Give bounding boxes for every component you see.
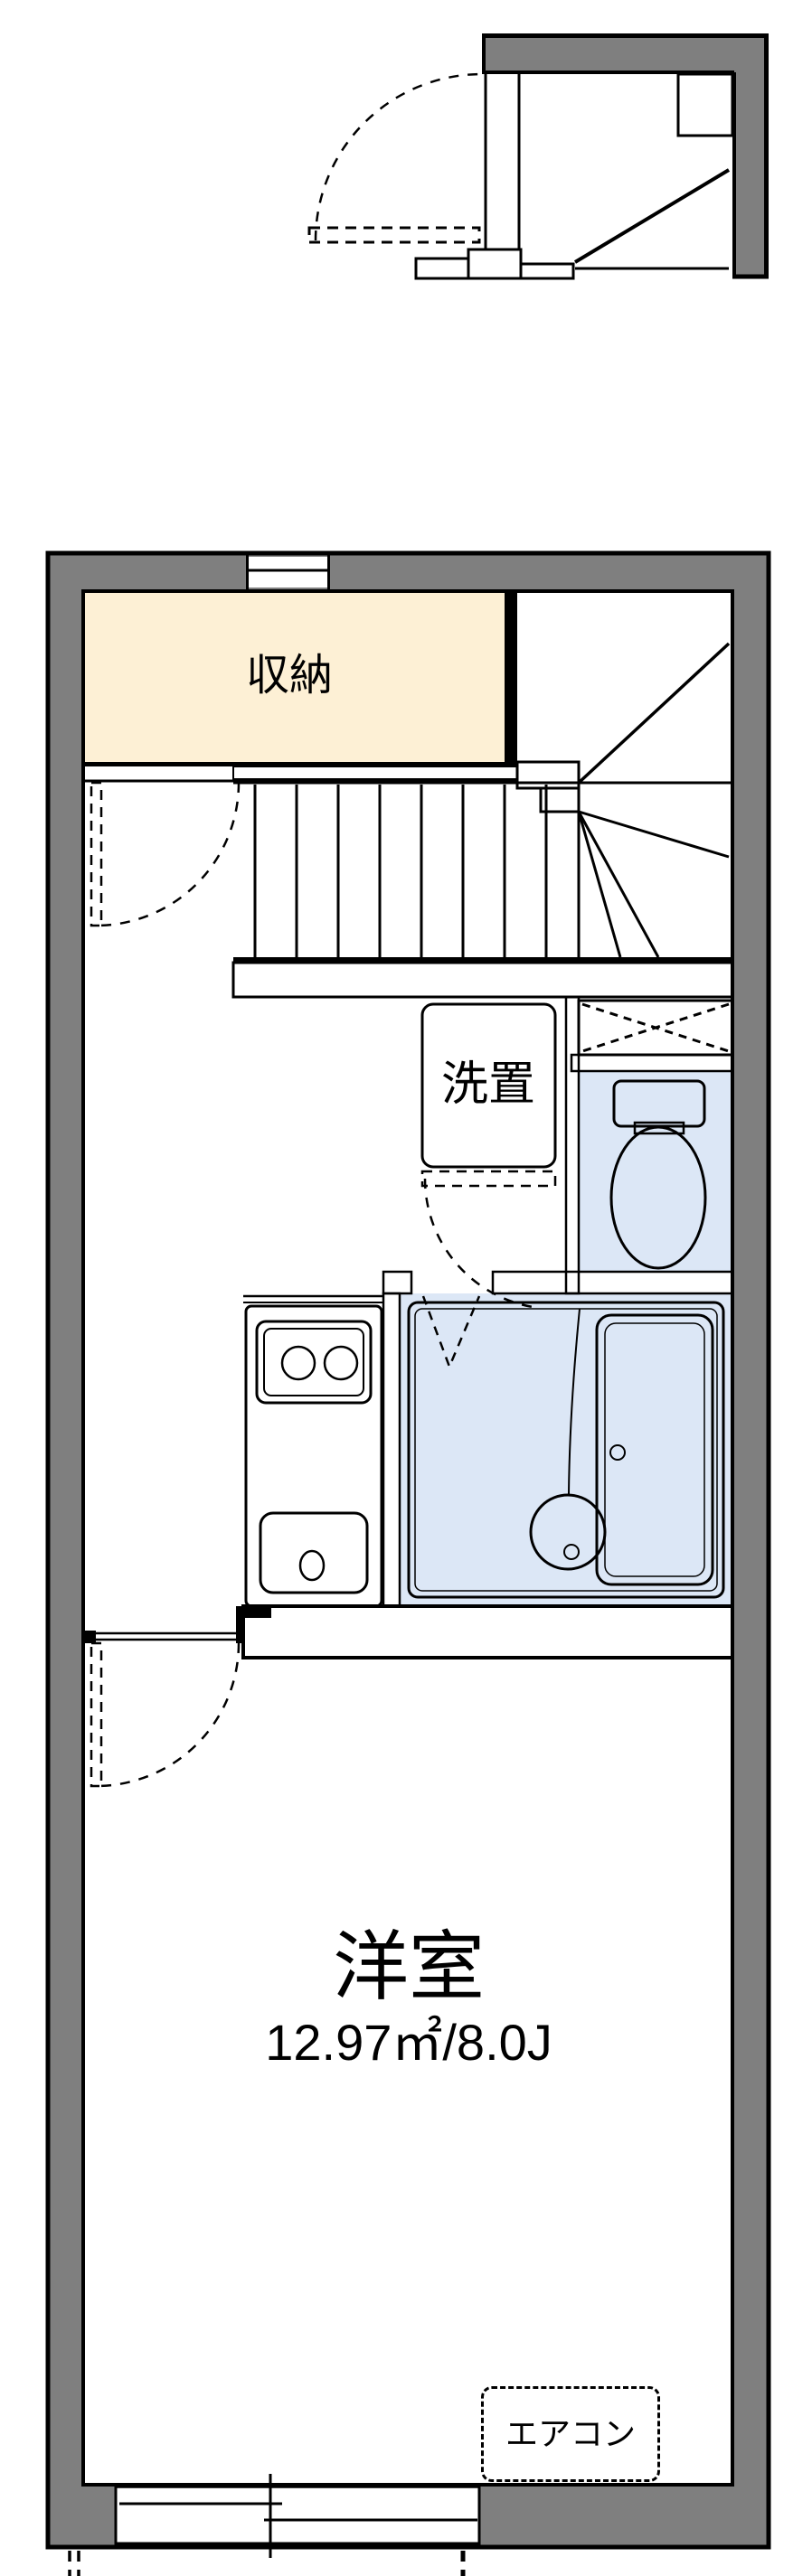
aircon-label: エアコン <box>505 2415 637 2452</box>
upper-right-wall <box>732 33 769 278</box>
kitchen-sink-icon <box>259 1511 369 1594</box>
boundary-dashes <box>68 2551 466 2576</box>
entry-door-swing-arc <box>314 72 483 241</box>
door-swing-arc <box>423 1178 533 1309</box>
stair-wall-stub <box>539 786 581 813</box>
inner-boundary <box>81 589 734 2487</box>
bath-top-wall <box>382 1270 413 1295</box>
main-left-wall <box>48 553 83 2547</box>
western-room-area: 12.97㎡/8.0J <box>265 2014 552 2071</box>
toilet-left-wall <box>564 995 581 1295</box>
upper-wall-stub <box>414 248 575 280</box>
bath-unit <box>407 1301 725 1599</box>
appliance-space <box>577 999 734 1057</box>
hallway-upper-door <box>90 781 241 927</box>
door-leaf <box>90 1641 103 1788</box>
upper-shaft-box <box>676 72 734 137</box>
door-leaf <box>90 781 103 927</box>
storage-lower-wall <box>232 766 518 780</box>
entry-door-leaf <box>307 226 481 244</box>
western-room-label: 洋室 <box>332 1924 486 2009</box>
toilet-bowl <box>609 1125 707 1270</box>
top-wall-window <box>246 553 330 591</box>
main-floor <box>45 550 771 2576</box>
washer-space-box <box>420 1002 557 1169</box>
bath-folding-door <box>421 1295 481 1370</box>
door-swing-arc <box>95 782 241 927</box>
storage-label: 収納 <box>245 652 334 700</box>
toilet-fixture <box>609 1079 707 1270</box>
kitchen-bath-divider-wall <box>382 1292 401 1608</box>
main-right-wall <box>732 553 769 2547</box>
storage-room <box>83 591 505 764</box>
bath-top-wall <box>491 1270 734 1295</box>
shower-drain-circle <box>529 1493 607 1571</box>
washroom-door <box>420 1170 557 1309</box>
bathtub-icon <box>595 1313 714 1586</box>
aircon-dashed-box <box>481 2386 660 2482</box>
door-swing-arc <box>95 1642 241 1788</box>
upper-stair-treads <box>573 168 731 270</box>
stove-icon <box>255 1320 373 1405</box>
kitchen-counter <box>243 1294 383 1608</box>
storage-right-wall <box>505 591 517 766</box>
main-top-wall <box>48 553 769 591</box>
western-room-top-wall <box>83 1604 734 1659</box>
upper-top-wall <box>482 33 769 74</box>
upper-stair-hall <box>307 33 769 280</box>
door-leaf <box>420 1170 557 1188</box>
bottom-wall-window <box>114 2474 481 2558</box>
stair-wall-stub <box>515 760 581 790</box>
shower-line <box>568 1308 581 1495</box>
toilet-top-wall <box>570 1053 734 1073</box>
toilet-room <box>579 1071 732 1272</box>
stair-bottom-wall <box>231 961 734 999</box>
bathroom <box>400 1293 732 1606</box>
washer-space-label: 洗置 <box>440 1058 536 1111</box>
western-room-door <box>90 1641 241 1788</box>
outer-boundary <box>45 550 771 2550</box>
stair-bottom-edge <box>233 957 732 963</box>
staircase <box>231 642 734 999</box>
